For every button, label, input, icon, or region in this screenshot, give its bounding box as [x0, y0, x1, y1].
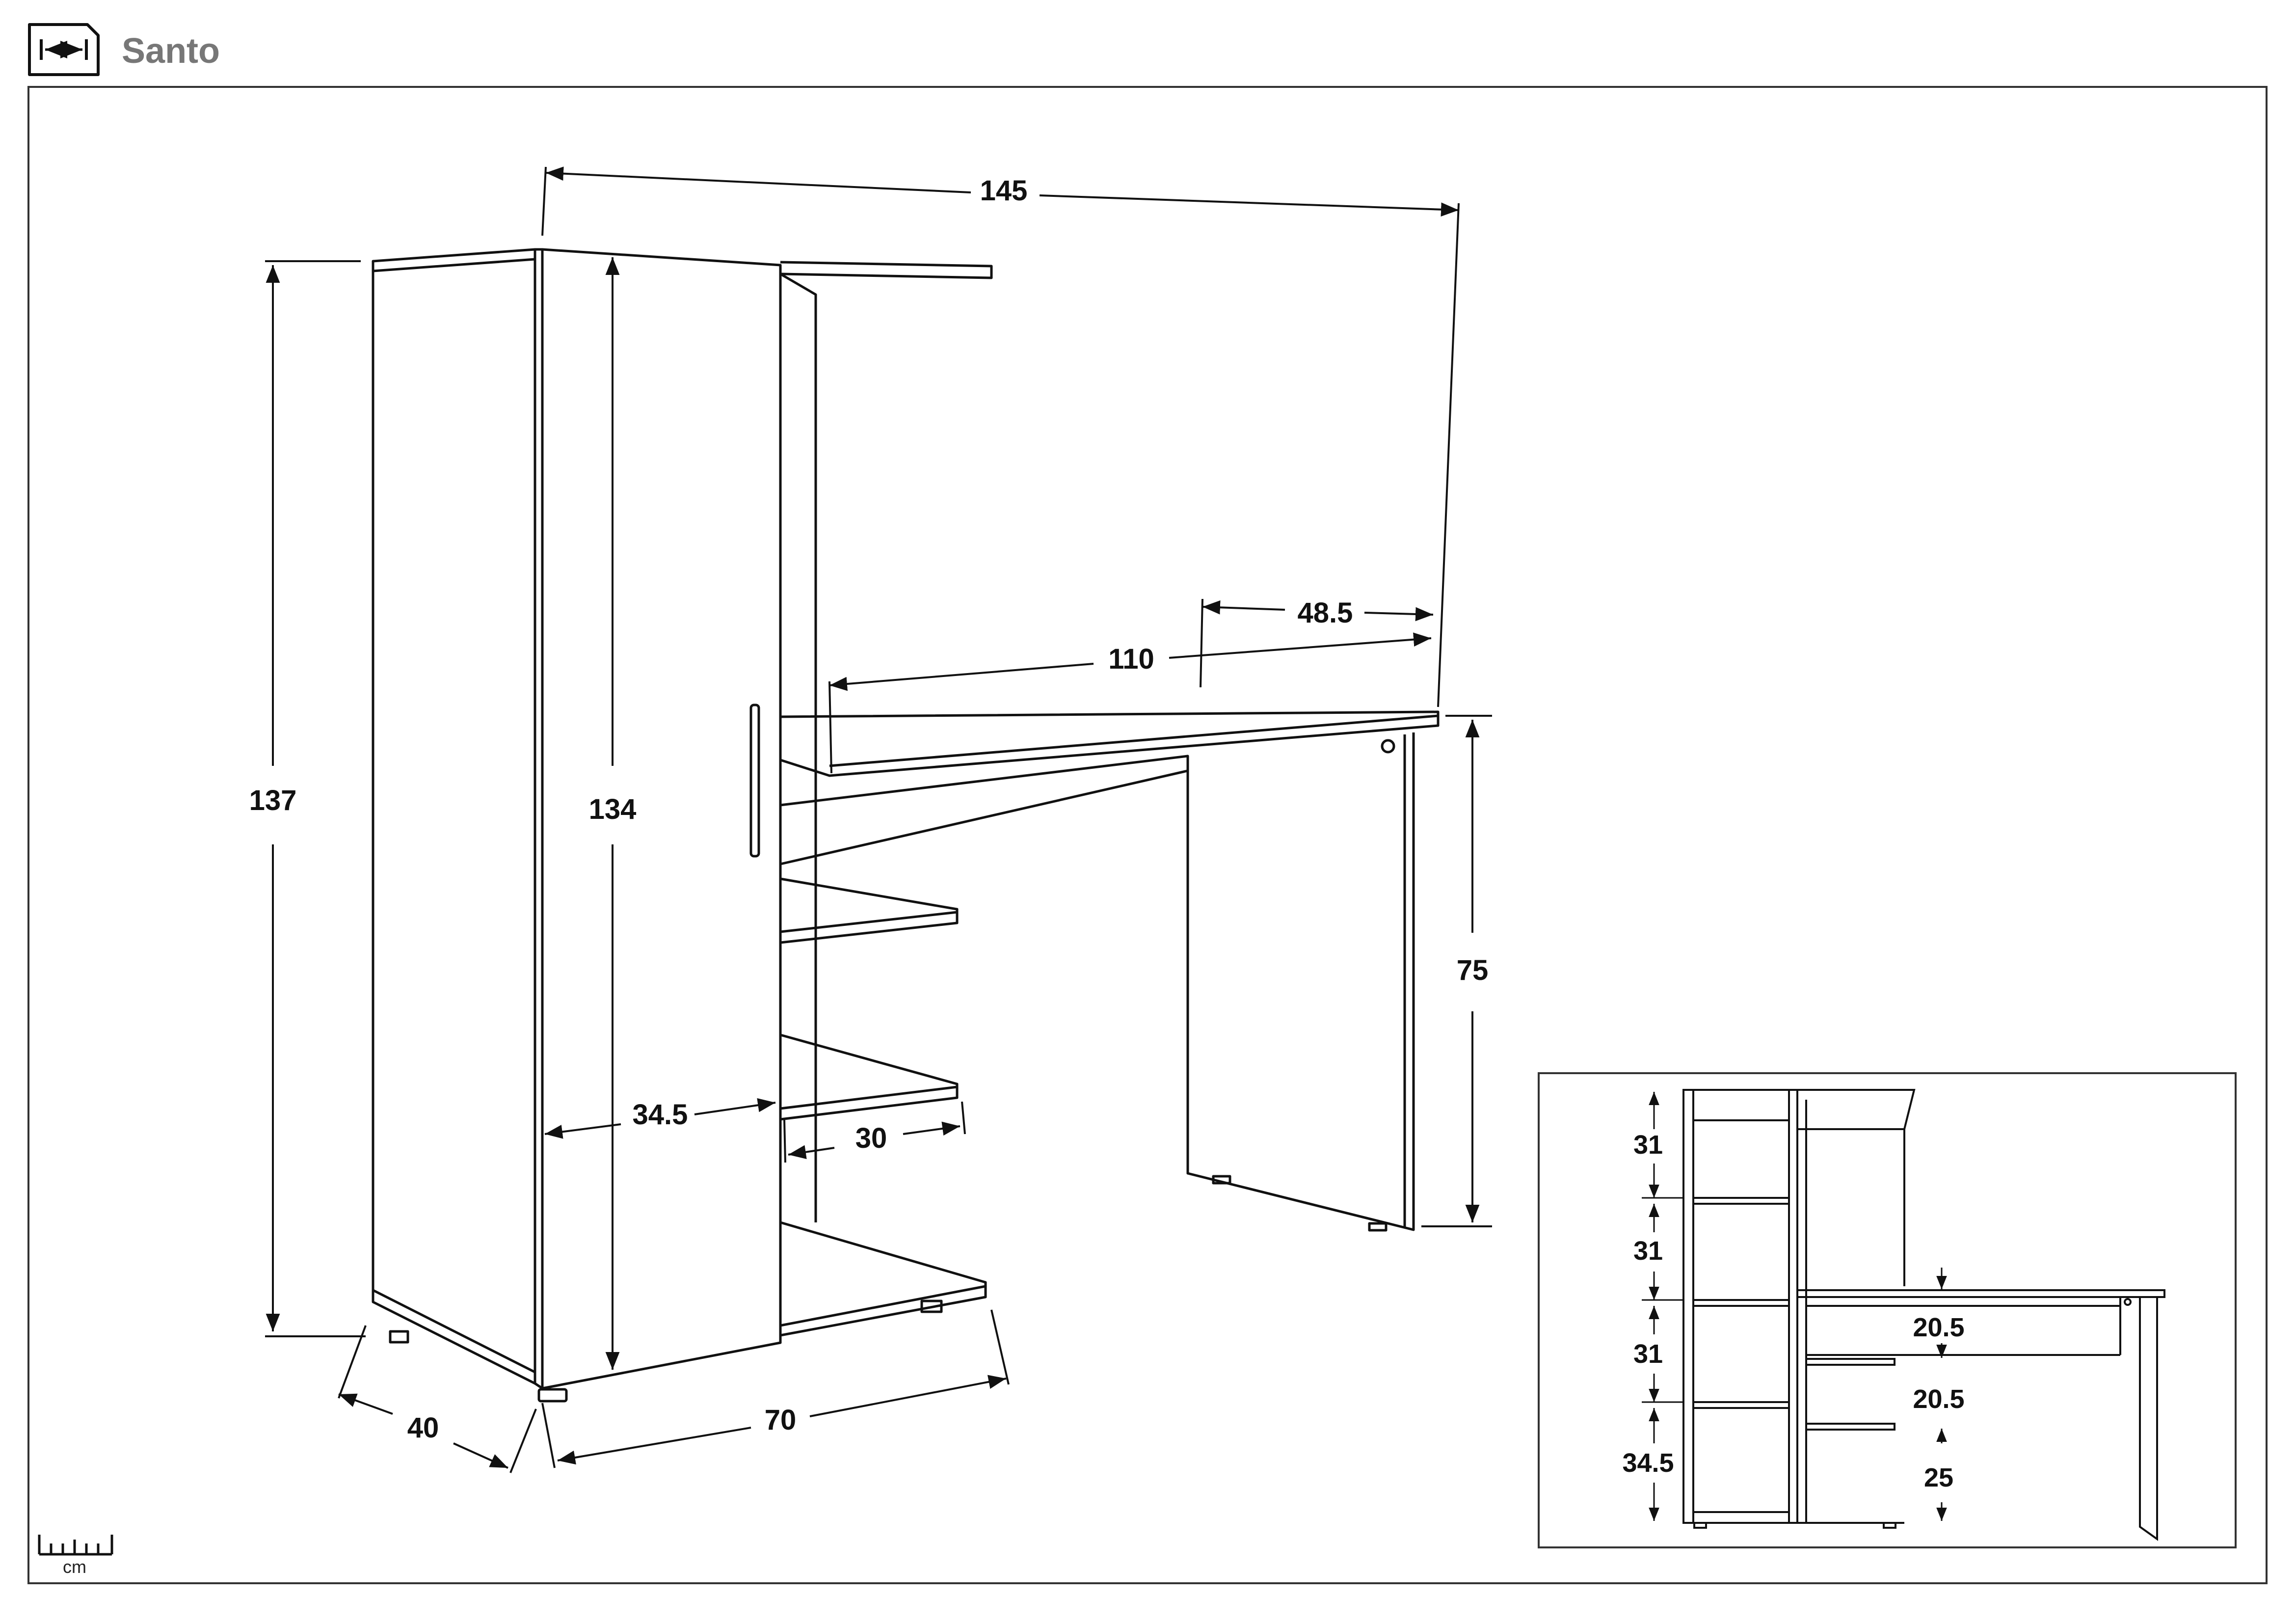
drawing-frame: [27, 86, 2268, 1584]
dim-door-height: 134: [589, 793, 637, 825]
foot: [920, 1299, 943, 1313]
desk-leg: [1186, 732, 1415, 1231]
desk-apron: [780, 755, 1189, 866]
inset-furniture-view: [1682, 1089, 2165, 1541]
inset-desk-gap-3: 25: [1924, 1463, 1953, 1492]
shelf-2: [780, 1033, 959, 1121]
cabinet-door: [541, 248, 782, 1390]
desk-top: [779, 710, 1440, 777]
dim-total-height: 137: [249, 785, 297, 816]
door-handle: [749, 704, 760, 858]
desk-cable-hole: [1381, 739, 1395, 754]
shelf-bottom: [780, 1221, 987, 1337]
dimensions-icon: [28, 23, 100, 76]
dim-desk-length: 110: [1108, 643, 1154, 675]
inset-shelf-height-4: 34.5: [1622, 1448, 1674, 1478]
cabinet-side-panel: [372, 248, 536, 1385]
inset-shelf-height-3: 31: [1633, 1339, 1663, 1369]
shelf-1: [780, 877, 959, 944]
rear-panel: [779, 272, 817, 1222]
dim-cabinet-width: 70: [765, 1404, 797, 1436]
unit-label: cm: [63, 1557, 86, 1577]
dim-cabinet-depth: 40: [407, 1412, 439, 1444]
cabinet-top: [780, 261, 993, 279]
inset-desk-gap-2: 20.5: [1913, 1384, 1964, 1414]
inset-shelf-height-2: 31: [1633, 1236, 1663, 1266]
foot: [389, 1330, 409, 1344]
dim-desk-depth: 48.5: [1298, 597, 1353, 629]
inset-desk-gap-1: 20.5: [1913, 1313, 1964, 1342]
dim-total-width: 145: [980, 175, 1028, 207]
dim-shelf-depth: 34.5: [633, 1099, 688, 1131]
main-dimension-lines: [265, 166, 1492, 1473]
inset-dimension-lines: [1642, 1092, 1947, 1521]
inset-shelf-height-1: 31: [1633, 1130, 1663, 1160]
page-title: Santo: [122, 31, 220, 71]
foot: [537, 1388, 568, 1403]
main-furniture-view: [372, 248, 1440, 1403]
dim-shelf-width: 30: [855, 1122, 887, 1154]
ruler-icon: [38, 1535, 113, 1556]
inset-frame: [1538, 1072, 2237, 1548]
dim-desk-height: 75: [1457, 954, 1489, 986]
